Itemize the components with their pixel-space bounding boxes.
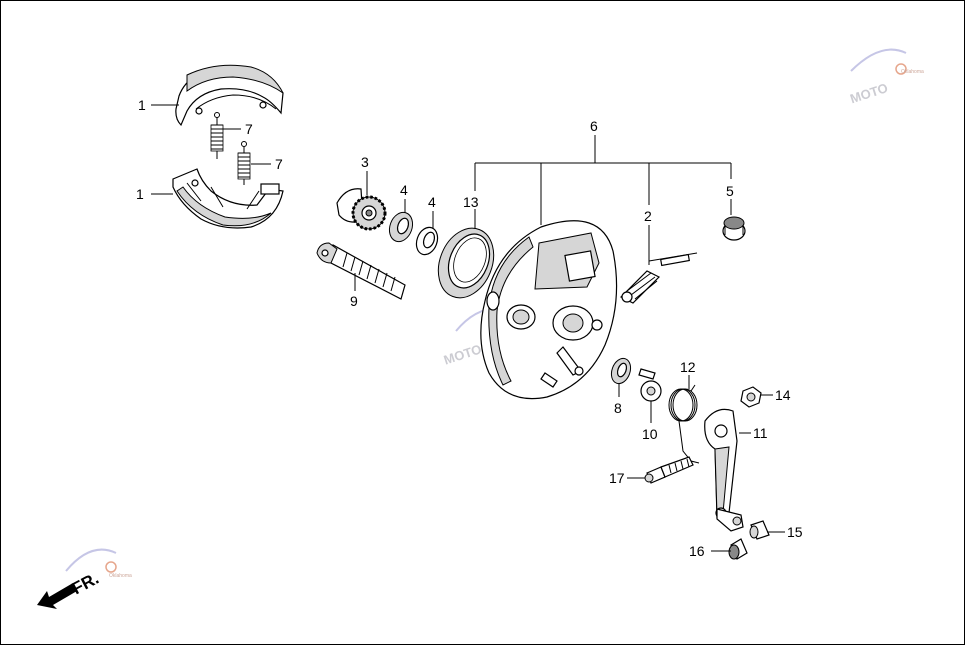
front-arrow-icon [37, 583, 77, 609]
callout-17: 17 [609, 470, 625, 486]
callout-2: 2 [644, 208, 652, 224]
watermark-text: MOTO [442, 341, 484, 367]
washer-2 [415, 226, 439, 256]
callout-7b: 7 [275, 156, 283, 172]
oil-seal [437, 227, 495, 299]
washer-8 [610, 357, 632, 385]
brake-panel [480, 220, 618, 400]
callout-labels: 1 1 7 7 3 4 4 13 6 2 5 9 12 8 10 14 11 1… [136, 97, 803, 559]
indicator-10 [638, 368, 662, 402]
brake-shoe-lower [172, 168, 284, 229]
bolt-17 [644, 456, 694, 484]
spring-upper [210, 112, 224, 159]
watermark-logo-top-right: MOTO Oklahoma [848, 48, 924, 106]
callout-4a: 4 [400, 182, 408, 198]
callout-15: 15 [787, 524, 803, 540]
callout-10: 10 [642, 426, 658, 442]
watermark-subtext: Oklahoma [901, 69, 924, 75]
leader-lines [151, 104, 785, 552]
callout-6: 6 [590, 118, 598, 134]
watermark-subtext: Oklahoma [109, 573, 132, 579]
callout-8: 8 [614, 400, 622, 416]
brake-camshaft [316, 242, 406, 300]
callout-14: 14 [775, 387, 791, 403]
callout-12: 12 [680, 359, 696, 375]
callout-3: 3 [361, 154, 369, 170]
nut-5 [722, 216, 746, 241]
watermark-text: MOTO [848, 80, 890, 106]
callout-5: 5 [726, 183, 734, 199]
nut-16 [728, 538, 748, 560]
callout-13: 13 [463, 194, 479, 210]
return-spring [668, 384, 700, 464]
callout-4b: 4 [428, 194, 436, 210]
nut-14 [740, 386, 762, 408]
callout-9: 9 [350, 293, 358, 309]
wear-indicator-plate [619, 252, 698, 304]
callout-1a: 1 [138, 97, 146, 113]
brake-shoe-upper [175, 64, 284, 127]
spring-lower [237, 141, 251, 185]
front-direction-indicator: FR. [37, 569, 102, 609]
callout-11: 11 [753, 425, 768, 441]
drive-gear [336, 188, 387, 231]
front-label: FR. [69, 569, 102, 599]
watermark-logo-bottom-left: Oklahoma [65, 548, 132, 579]
pin-15 [749, 520, 770, 540]
washer-1 [388, 211, 414, 243]
callout-1b: 1 [136, 186, 144, 202]
callout-16: 16 [689, 543, 705, 559]
brake-arm [704, 408, 744, 532]
callout-7a: 7 [245, 121, 253, 137]
